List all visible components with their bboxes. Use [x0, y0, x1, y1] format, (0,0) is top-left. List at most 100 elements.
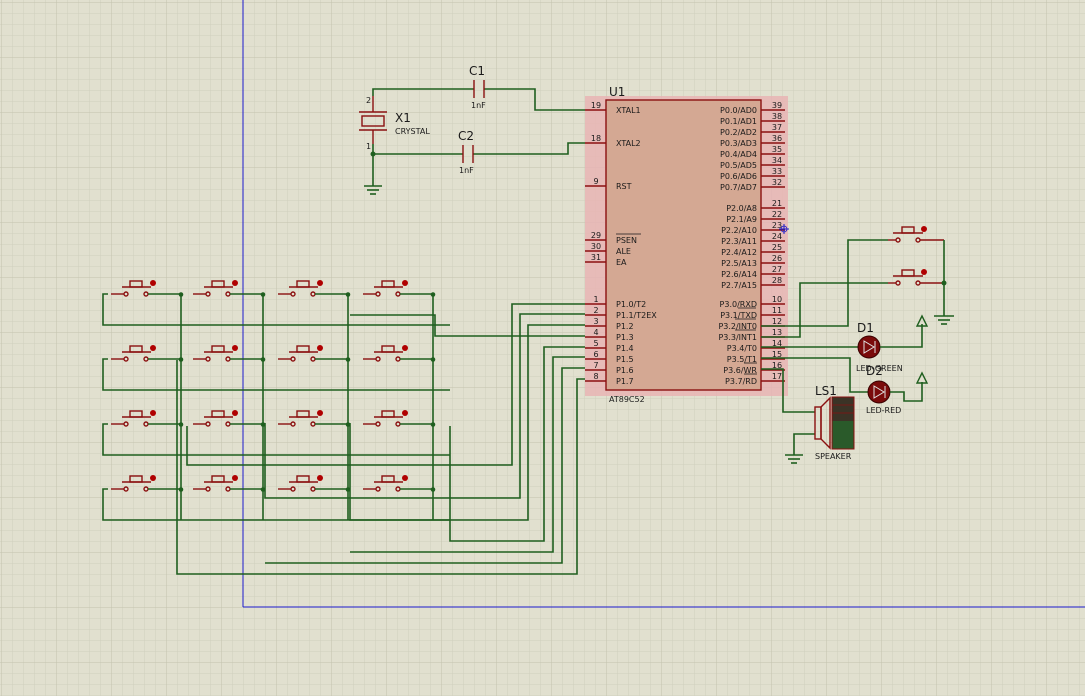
led-d1-arrow	[863, 340, 875, 354]
led-d2-body	[867, 380, 891, 404]
keypad-button[interactable]	[193, 345, 266, 362]
mcu-pin-number: 6	[593, 350, 598, 359]
mcu-left-pins: 19XTAL118XTAL29RST29PSEN30ALE31EA1P1.0/T…	[585, 101, 657, 386]
mcu-pin-label: XTAL1	[616, 106, 641, 115]
wire-d1-vcc	[880, 324, 923, 348]
mcu-pin-number: 4	[593, 328, 598, 337]
c2-value: 1nF	[459, 166, 474, 175]
keypad-button[interactable]	[363, 475, 436, 492]
mcu-pin-number: 7	[593, 361, 598, 370]
wire-xtal1	[372, 88, 474, 96]
ls1-value: SPEAKER	[815, 452, 852, 461]
mcu-pin-label: P0.1/AD1	[720, 117, 757, 126]
keypad-button[interactable]	[111, 410, 184, 427]
x1-pin2: 2	[366, 96, 371, 105]
mcu-pin-label: P3.5/T1	[727, 355, 757, 364]
x1-value: CRYSTAL	[395, 127, 430, 136]
mcu-pin-label: P1.3	[616, 333, 634, 342]
wire-p1-1	[264, 313, 585, 499]
mcu-pin-label: P0.5/AD5	[720, 161, 757, 170]
mcu-pin-label: P1.1/T2EX	[616, 311, 657, 320]
mcu-pin-label: P1.6	[616, 366, 634, 375]
led-d1[interactable]: D1 LED-GREEN	[761, 314, 929, 373]
mcu-pin-number: 10	[772, 295, 782, 304]
wire-p1-0	[186, 303, 585, 466]
speaker-body-green	[832, 421, 854, 449]
oscillator-circuit[interactable]: C1 1nF C2 1nF X1 CRYSTAL 2 1	[359, 64, 585, 195]
port1-wiring	[176, 303, 585, 575]
mcu-pin-number: 15	[772, 350, 782, 359]
mcu-pin-number: 12	[772, 317, 782, 326]
speaker-outline	[831, 396, 855, 450]
mcu-pin-number: 33	[772, 167, 782, 176]
mcu-pin-label: P0.4/AD4	[720, 150, 757, 159]
mcu-pin-number: 28	[772, 276, 782, 285]
wire-speaker-gnd	[793, 433, 815, 455]
keypad-button[interactable]	[363, 345, 436, 362]
mcu-pin-number: 17	[772, 372, 782, 381]
d1-value: LED-GREEN	[856, 364, 903, 373]
wire-int1	[761, 282, 888, 338]
keypad-matrix[interactable]	[102, 280, 450, 521]
mcu-pin-number: 38	[772, 112, 782, 121]
mcu-pin-label: P3.2/INT0	[718, 322, 757, 331]
mcu-pin-label: PSEN	[616, 236, 637, 245]
mcu-pin-label: EA	[616, 258, 627, 267]
keypad-button[interactable]	[111, 280, 184, 297]
ground-symbol-switches	[934, 315, 954, 325]
junction-xtal	[370, 151, 376, 157]
mcu-pin-number: 37	[772, 123, 782, 132]
mcu-pin-label: P1.4	[616, 344, 634, 353]
mcu-pin-number: 16	[772, 361, 782, 370]
mcu-pin-number: 19	[591, 101, 601, 110]
mcu-pin-number: 24	[772, 232, 782, 241]
mcu-part: AT89C52	[609, 395, 645, 404]
wire-p1-7	[176, 360, 585, 575]
mcu-pin-label: P3.0/RXD	[720, 300, 757, 309]
mcu-pin-label: P3.7/RD	[725, 377, 757, 386]
led-d2[interactable]: D2 LED-RED	[761, 357, 929, 415]
ls1-ref: LS1	[815, 384, 837, 398]
port3-peripherals[interactable]: D1 LED-GREEN D2 LED-RED	[761, 226, 954, 464]
mcu-pin-number: 1	[593, 295, 598, 304]
mcu-pin-label: P2.1/A9	[726, 215, 757, 224]
mcu-pin-label: P1.5	[616, 355, 634, 364]
c1-ref: C1	[469, 64, 485, 78]
keypad-button[interactable]	[193, 475, 266, 492]
mcu-u1[interactable]: U1 AT89C52 19XTAL118XTAL29RST29PSEN30ALE…	[585, 85, 788, 404]
mcu-pin-label: P0.7/AD7	[720, 183, 757, 192]
mcu-pin-number: 13	[772, 328, 782, 337]
mcu-pin-number: 31	[591, 253, 601, 262]
mcu-pin-number: 11	[772, 306, 782, 315]
mcu-pin-number: 9	[593, 177, 598, 186]
mcu-pin-label: P2.7/A15	[721, 281, 757, 290]
mcu-pin-label: P1.0/T2	[616, 300, 646, 309]
keypad-button[interactable]	[363, 280, 436, 297]
mcu-pin-label: P0.6/AD6	[720, 172, 757, 181]
speaker-ls1[interactable]: LS1 SPEAKER	[761, 368, 855, 464]
mcu-pin-number: 8	[593, 372, 598, 381]
mcu-pin-label: P1.2	[616, 322, 634, 331]
mcu-pin-label: XTAL2	[616, 139, 641, 148]
keypad-button[interactable]	[363, 410, 436, 427]
mcu-pin-label: RST	[616, 182, 632, 191]
mcu-pin-number: 3	[593, 317, 598, 326]
mcu-pin-label: P2.6/A14	[721, 270, 757, 279]
wire-p1-5	[350, 356, 585, 553]
mcu-pin-label: P3.1/TXD	[720, 311, 757, 320]
led-d1-body	[857, 335, 881, 359]
mcu-pin-number: 23	[772, 221, 782, 230]
keypad-button[interactable]	[111, 475, 184, 492]
keypad-button[interactable]	[193, 280, 266, 297]
mcu-pin-number: 34	[772, 156, 782, 165]
mcu-pin-label: P0.0/AD0	[720, 106, 757, 115]
switch-int1[interactable]	[761, 269, 944, 338]
wire-speaker	[761, 368, 815, 413]
mcu-pin-label: P0.2/AD2	[720, 128, 757, 137]
mcu-pin-number: 2	[593, 306, 598, 315]
ground-symbol-xtal	[364, 185, 382, 195]
ground-symbol-speaker	[785, 454, 803, 464]
keypad-button[interactable]	[278, 475, 351, 492]
x1-ref: X1	[395, 111, 411, 125]
